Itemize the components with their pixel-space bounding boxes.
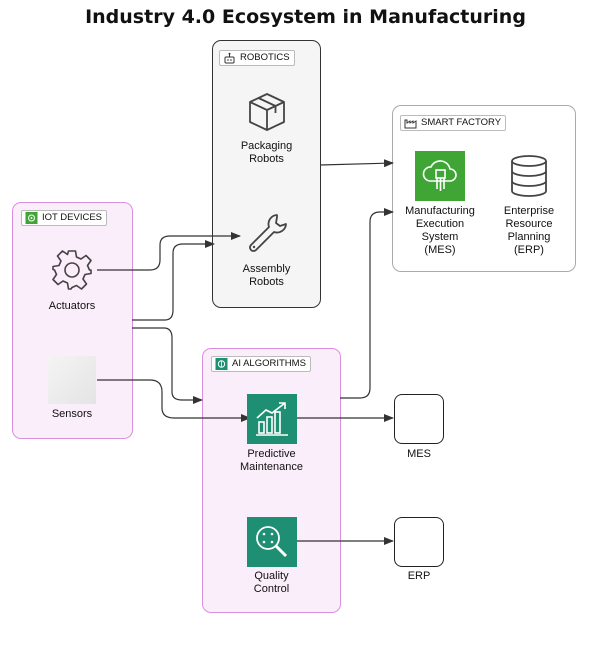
predictive-maintenance-label: Predictive Maintenance [240, 448, 303, 473]
edge-sensors-to-predictive [97, 379, 251, 422]
packaging-robots-label: Packaging Robots [240, 140, 293, 165]
magnifier-icon [247, 517, 297, 567]
smart-factory-group-label: SMART FACTORY [421, 117, 502, 128]
ai-algorithms-group: AI ALGORITHMS [202, 348, 341, 613]
sensors-label: Sensors [51, 408, 93, 420]
edge-actuators-to-assembly-2 [132, 240, 215, 321]
mes-label: MES [407, 448, 431, 460]
ai-group-label: AI ALGORITHMS [232, 358, 306, 369]
gear-icon [52, 250, 92, 290]
erp-label: ERP [407, 570, 431, 582]
assembly-robots-label: Assembly Robots [242, 263, 291, 288]
iot-group-tag: IOT DEVICES [21, 210, 108, 226]
ai-brain-icon [215, 358, 228, 370]
actuators-label: Actuators [48, 300, 96, 312]
smart-factory-group-tag: SMART FACTORY [400, 115, 507, 131]
erp-node [394, 517, 444, 567]
sensor-placeholder-icon [48, 356, 96, 404]
robotics-group: ROBOTICS [212, 40, 321, 308]
iot-chip-icon [25, 212, 38, 224]
database-icon [511, 155, 547, 197]
mes-system-label: Manufacturing Execution System (MES) [405, 205, 475, 256]
ai-group-tag: AI ALGORITHMS [211, 356, 311, 372]
robotics-group-label: ROBOTICS [240, 52, 290, 63]
robot-icon [224, 52, 235, 64]
iot-group-label: IOT DEVICES [42, 212, 103, 223]
growth-chart-icon [247, 394, 297, 444]
package-box-icon [249, 93, 285, 131]
robotics-group-tag: ROBOTICS [219, 50, 295, 66]
edge-actuators-to-predictive [132, 327, 203, 404]
iot-devices-group: IOT DEVICES [12, 202, 133, 439]
diagram-title: Industry 4.0 Ecosystem in Manufacturing [85, 6, 526, 28]
factory-icon [404, 119, 417, 129]
quality-control-label: Quality Control [253, 570, 290, 595]
edge-predictive-to-smart-factory [340, 208, 394, 399]
mes-node [394, 394, 444, 444]
erp-system-label: Enterprise Resource Planning (ERP) [503, 205, 555, 256]
wrench-icon [249, 214, 287, 252]
cloud-chip-icon [415, 151, 465, 201]
edge-actuators-to-assembly [97, 232, 241, 271]
edge-packaging-to-smart-factory [319, 159, 394, 168]
